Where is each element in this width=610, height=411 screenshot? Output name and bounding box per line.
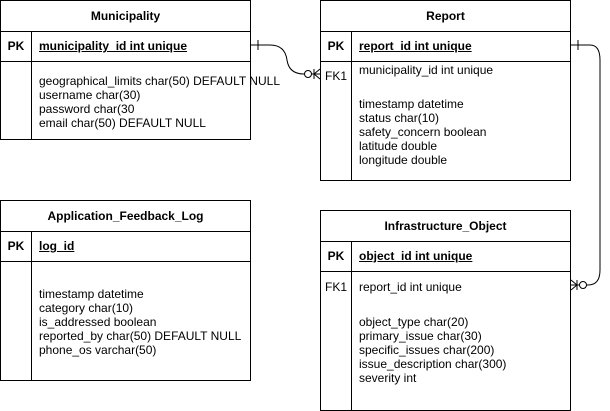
field-row: latitude double — [359, 139, 438, 153]
pk-tag: PK — [7, 239, 25, 253]
fk-field: municipality_id int unique — [359, 63, 494, 77]
field-row: severity int — [359, 371, 417, 385]
pk-tag: PK — [327, 249, 345, 263]
field-row: timestamp datetime — [39, 287, 144, 301]
key-column-divider — [31, 31, 32, 139]
field-row: timestamp datetime — [359, 97, 464, 111]
pk-field: log_id — [39, 239, 75, 253]
field-row: object_type char(20) — [359, 315, 469, 329]
key-column-divider — [351, 241, 352, 410]
entity-title: Infrastructure_Object — [321, 211, 570, 242]
relationship-municipality-report — [251, 40, 321, 80]
entity-report[interactable]: Report PK report_id int unique FK1 munic… — [320, 0, 571, 181]
relationship-report-infrastructure — [570, 40, 601, 291]
field-row: username char(30) — [39, 88, 141, 102]
field-row: longitude double — [359, 153, 448, 167]
field-row: category char(10) — [39, 301, 134, 315]
pk-field: report_id int unique — [359, 39, 472, 53]
field-row: specific_issues char(200) — [359, 343, 495, 357]
fk-field: report_id int unique — [359, 280, 462, 294]
field-row: phone_os varchar(50) — [39, 343, 157, 357]
entity-title: Report — [321, 1, 570, 32]
field-row: reported_by char(50) DEFAULT NULL — [39, 329, 242, 343]
pk-field: municipality_id int unique — [39, 39, 188, 53]
entity-title: Application_Feedback_Log — [1, 201, 250, 232]
field-row: primary_issue char(30) — [359, 329, 482, 343]
entity-municipality[interactable]: Municipality PK municipality_id int uniq… — [0, 0, 280, 140]
fk-tag: FK1 — [324, 280, 347, 294]
pk-tag: PK — [7, 39, 25, 53]
entity-infrastructure-object[interactable]: Infrastructure_Object PK object_id int u… — [320, 210, 571, 411]
pk-field: object_id int unique — [359, 249, 473, 263]
key-column-divider — [31, 231, 32, 380]
pk-tag: PK — [327, 39, 345, 53]
fk-tag: FK1 — [324, 69, 347, 83]
entity-application-feedback-log[interactable]: Application_Feedback_Log PK log_id times… — [0, 200, 251, 381]
field-row: safety_concern boolean — [359, 125, 487, 139]
field-row: password char(30 — [39, 102, 135, 116]
primary-key-row: PK log_id — [1, 231, 250, 262]
key-column-divider — [351, 31, 352, 180]
entity-title: Municipality — [1, 1, 250, 32]
primary-key-row: PK report_id int unique — [321, 31, 570, 62]
field-row: is_addressed boolean — [39, 315, 157, 329]
field-row: status char(10) — [359, 111, 440, 125]
primary-key-row: PK municipality_id int unique — [1, 31, 250, 62]
field-row: email char(50) DEFAULT NULL — [39, 116, 206, 130]
field-row: issue_description char(300) — [359, 357, 507, 371]
field-row: geographical_limits char(50) DEFAULT NUL… — [39, 74, 280, 88]
primary-key-row: PK object_id int unique — [321, 241, 570, 272]
